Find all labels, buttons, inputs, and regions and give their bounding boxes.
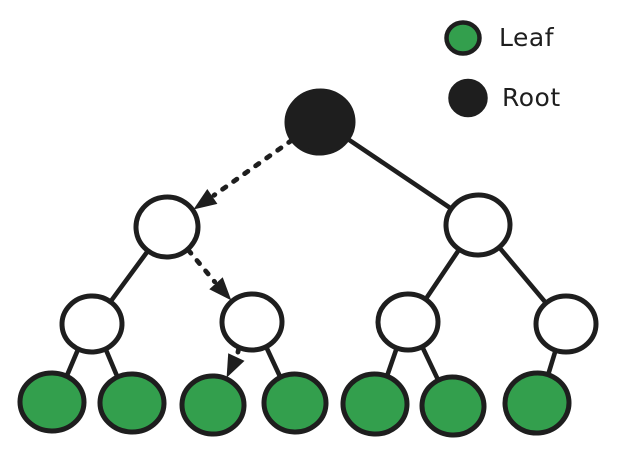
edge-n-right-to-n-right-right xyxy=(497,245,548,305)
edge-n-left-left-to-leaf-2 xyxy=(103,347,120,379)
node-n-left-right xyxy=(219,291,285,353)
leaf-swatch-icon xyxy=(444,20,482,56)
node-leaf-1 xyxy=(17,370,87,434)
node-leaf-7 xyxy=(502,370,572,436)
legend-label-root: Root xyxy=(502,83,561,112)
arrowhead-icon xyxy=(226,353,245,378)
arrowhead-icon xyxy=(209,277,232,301)
edge-n-left-to-n-left-left xyxy=(108,249,150,304)
nodes-layer xyxy=(17,88,599,438)
edge-root-to-n-right xyxy=(346,137,453,211)
node-leaf-2 xyxy=(97,371,167,435)
legend-item-leaf: Leaf xyxy=(444,20,555,56)
node-root xyxy=(284,88,356,156)
node-leaf-6 xyxy=(419,374,487,438)
edge-n-right-left-to-leaf-6 xyxy=(420,345,441,382)
node-leaf-3 xyxy=(179,373,247,437)
node-leaf-5 xyxy=(340,371,410,437)
edge-n-left-left-to-leaf-1 xyxy=(64,347,81,378)
node-n-left-left xyxy=(59,293,125,355)
node-n-right xyxy=(443,192,513,258)
legend-label-leaf: Leaf xyxy=(499,23,555,52)
root-swatch-icon xyxy=(448,78,488,118)
dotted-edge-n-left-to-n-left-right xyxy=(185,247,218,285)
edge-n-right-to-n-right-left xyxy=(423,247,461,301)
node-n-right-left xyxy=(375,291,441,353)
legend: Leaf Root xyxy=(444,20,561,118)
edge-n-left-right-to-leaf-4 xyxy=(264,345,283,379)
legend-item-root: Root xyxy=(448,78,561,118)
node-n-right-right xyxy=(533,293,599,355)
edges-layer xyxy=(64,137,558,382)
node-n-left xyxy=(133,194,201,260)
dotted-edge-root-to-n-left xyxy=(211,137,295,198)
edge-n-right-right-to-leaf-7 xyxy=(546,348,558,377)
arrowhead-icon xyxy=(193,189,218,210)
edge-n-right-left-to-leaf-5 xyxy=(385,346,399,378)
node-leaf-4 xyxy=(261,371,329,435)
